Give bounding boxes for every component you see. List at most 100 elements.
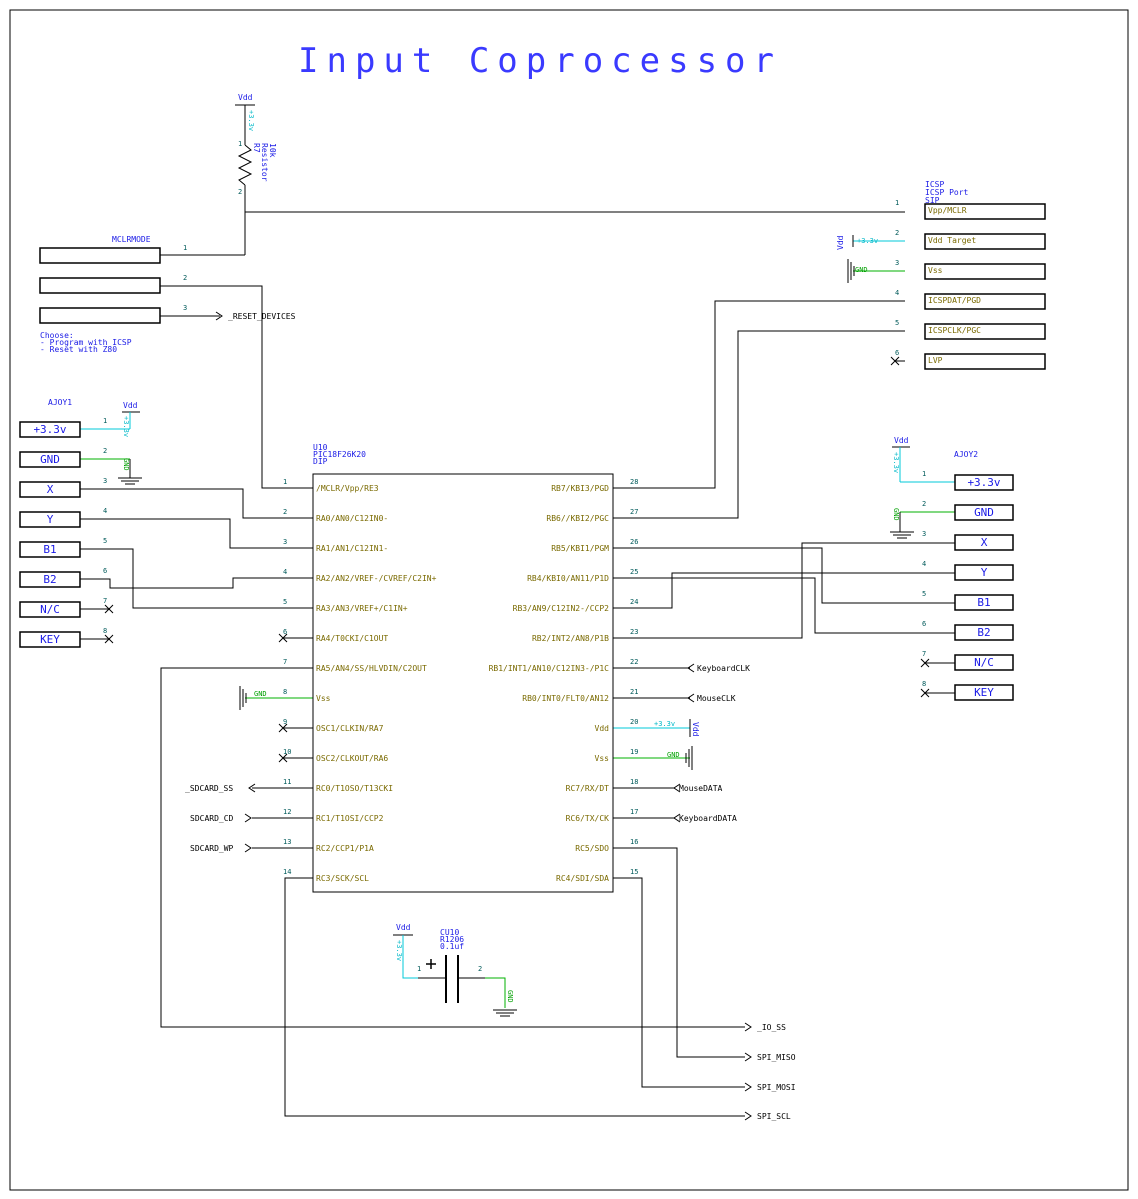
icsp-title1: ICSP	[925, 180, 944, 189]
mclrmode-pin2-box	[39, 277, 161, 294]
u10-pin-label: Vss	[595, 754, 610, 763]
mclrmode-connector: MCLRMODE 1 2 3 _RESET_DEVICES Choose: - …	[39, 235, 296, 354]
u10-pin-label: OSC2/CLKOUT/RA6	[316, 754, 388, 763]
ajoy1-pin-box	[19, 451, 81, 468]
u10-pin-number: 2	[283, 508, 287, 516]
u10-pin-number: 20	[630, 718, 638, 726]
net-spi-miso: SPI_MISO	[757, 1053, 796, 1062]
u10-pin-label: RC2/CCP1/P1A	[316, 844, 374, 853]
u10-pin-number: 13	[283, 838, 291, 846]
cu10-vdd-label: Vdd	[396, 923, 411, 932]
mclrmode-pin3: 3	[183, 304, 187, 312]
u10-pin-label: RA5/AN4/SS/HLVDIN/C2OUT	[316, 664, 427, 673]
r7-pin2: 2	[238, 188, 242, 196]
u10-pin-label: RC5/SDO	[575, 844, 609, 853]
cu10-pin2: 2	[478, 965, 482, 973]
ajoy1-pin-number: 2	[103, 447, 107, 455]
ajoy2-pin-label: GND	[974, 506, 994, 519]
mclrmode-pin2: 2	[183, 274, 187, 282]
u10-pin-number: 18	[630, 778, 638, 786]
ajoy1-gnd: GND	[122, 458, 130, 471]
u10-pin-label: RC6/TX/CK	[566, 814, 610, 823]
net-mouse-data: MouseDATA	[679, 784, 723, 793]
u10-pkg: DIP	[313, 457, 328, 466]
icsp-gnd: GND	[855, 266, 868, 274]
cu10-pin1: 1	[417, 965, 421, 973]
u10-pin-number: 27	[630, 508, 638, 516]
u10-part: PIC18F26K20	[313, 450, 366, 459]
u10-pin-number: 6	[283, 628, 287, 636]
ajoy2-pin-number: 2	[922, 500, 926, 508]
wires	[80, 195, 955, 1117]
u10-pin-number: 25	[630, 568, 638, 576]
ajoy1-pin-box	[19, 421, 81, 438]
icsp-title3: SIP	[925, 196, 940, 205]
ajoy2-pin-label: B2	[977, 626, 990, 639]
u10-pin-number: 4	[283, 568, 287, 576]
ajoy2-pin-number: 5	[922, 590, 926, 598]
u10-pin-number: 9	[283, 718, 287, 726]
mclrmode-note3: - Reset with Z80	[40, 345, 117, 354]
ajoy2-pin-label: X	[981, 536, 988, 549]
u10-pin-label: RA1/AN1/C12IN1-	[316, 544, 388, 553]
reset-devices-net: _RESET_DEVICES	[228, 312, 296, 321]
ajoy1-name: AJOY1	[48, 398, 72, 407]
cu10-ref: CU10	[440, 928, 459, 937]
icsp-pin-label: Vdd Target	[928, 236, 976, 245]
ajoy2-pin-label: +3.3v	[967, 476, 1000, 489]
cu10-v33: +3.3v	[395, 940, 403, 961]
u10-pin-number: 5	[283, 598, 287, 606]
u10-mcu: U10 PIC18F26K20 DIP /MCLR/Vpp/RE31RA0/AN…	[254, 443, 700, 893]
plus-icon	[426, 959, 436, 969]
u10-pin-number: 7	[283, 658, 287, 666]
u10-pin-number: 28	[630, 478, 638, 486]
ajoy1-pin-number: 1	[103, 417, 107, 425]
ajoy1-pin-box	[19, 511, 81, 528]
u10-pin-label: Vss	[316, 694, 331, 703]
net-sdcard-ss: _SDCARD_SS	[185, 784, 233, 793]
ajoy1-pin-box	[19, 541, 81, 558]
icsp-pin-number: 5	[895, 319, 899, 327]
u10-pin-number: 3	[283, 538, 287, 546]
u10-pin-number: 26	[630, 538, 638, 546]
mclrmode-pin1: 1	[183, 244, 187, 252]
u10-pin-number: 19	[630, 748, 638, 756]
u10-pin-label: RA3/AN3/VREF+/C1IN+	[316, 604, 408, 613]
net-io-ss: _IO_SS	[757, 1023, 786, 1032]
u10-pin-number: 10	[283, 748, 291, 756]
ajoy2-v33: +3.3v	[892, 452, 900, 473]
sheet-title: Input Coprocessor	[298, 41, 782, 81]
ajoy2-pin-box	[954, 504, 1014, 521]
icsp-pin-box	[924, 203, 1046, 220]
u10-right-pins: RB7/KBI3/PGD28RB6//KBI2/PGC27RB5/KBI1/PG…	[489, 478, 639, 883]
ajoy1-pin-label: Y	[47, 513, 54, 526]
u10-pin-label: Vdd	[595, 724, 610, 733]
ajoy2-pin-label: Y	[981, 566, 988, 579]
r7-ref: R7	[252, 143, 261, 153]
u10-pin-number: 22	[630, 658, 638, 666]
ajoy1-pin-number: 8	[103, 627, 107, 635]
ajoy1-pin-number: 6	[103, 567, 107, 575]
cu10-value: 0.1uf	[440, 942, 464, 951]
icsp-pin-box	[924, 353, 1046, 370]
ajoy2-pin-box	[954, 684, 1014, 701]
ajoy1-pin-box	[19, 601, 81, 618]
ajoy1-pin-number: 5	[103, 537, 107, 545]
ajoy1-vdd-label: Vdd	[123, 401, 138, 410]
u10-pin-label: RB4/KBI0/AN11/P1D	[527, 574, 609, 583]
net-spi-mosi: SPI_MOSI	[757, 1083, 796, 1092]
net-arrows	[244, 663, 752, 1121]
ajoy2-pin-label: B1	[977, 596, 990, 609]
net-mouse-clk: MouseCLK	[697, 694, 736, 703]
ajoy1-pin-label: +3.3v	[33, 423, 66, 436]
ajoy2-pin-number: 8	[922, 680, 926, 688]
r7-v33: +3.3v	[247, 110, 255, 131]
u10-pin-label: RB2/INT2/AN8/P1B	[532, 634, 609, 643]
u10-pin-label: RB6//KBI2/PGC	[546, 514, 609, 523]
